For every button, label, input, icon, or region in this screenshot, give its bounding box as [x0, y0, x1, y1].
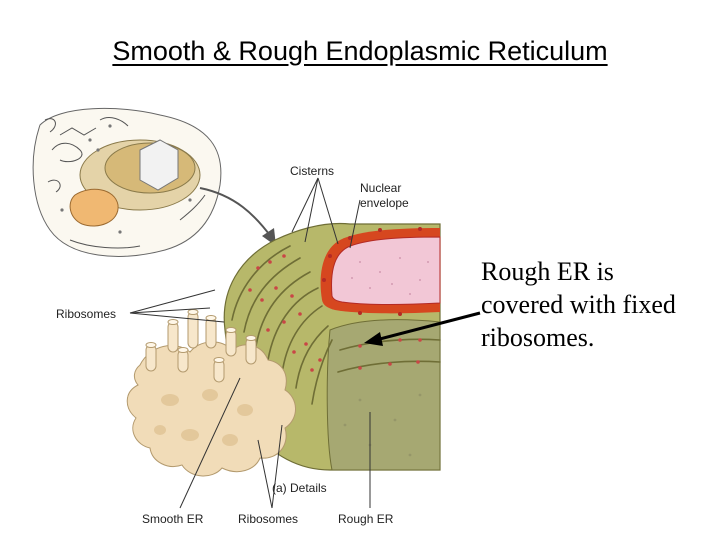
caption-arrow — [364, 311, 481, 346]
smooth-er-network — [126, 309, 296, 477]
cell-overview-sketch — [32, 107, 222, 257]
label-ribosomes-bottom: Ribosomes — [238, 512, 299, 526]
label-nuclear-envelope-line2: envelope — [360, 196, 409, 210]
leader-lines — [129, 177, 371, 509]
caption-line-3: ribosomes. — [481, 323, 595, 352]
page-title: Smooth & Rough Endoplasmic Reticulum — [112, 36, 608, 66]
label-cisterns: Cisterns — [290, 164, 335, 178]
label-nuclear-envelope-line1: Nuclear — [360, 181, 402, 195]
label-ribosomes-left: Ribosomes — [56, 307, 117, 321]
nucleus — [320, 227, 441, 316]
label-smooth-er: Smooth ER — [142, 512, 204, 526]
caption-line-2: covered with fixed — [481, 290, 676, 319]
caption-text: Rough ER is covered with fixed ribosomes… — [481, 255, 720, 354]
label-rough-er: Rough ER — [338, 512, 394, 526]
caption-line-1: Rough ER is — [481, 257, 614, 286]
label-details: (a) Details — [272, 481, 327, 495]
